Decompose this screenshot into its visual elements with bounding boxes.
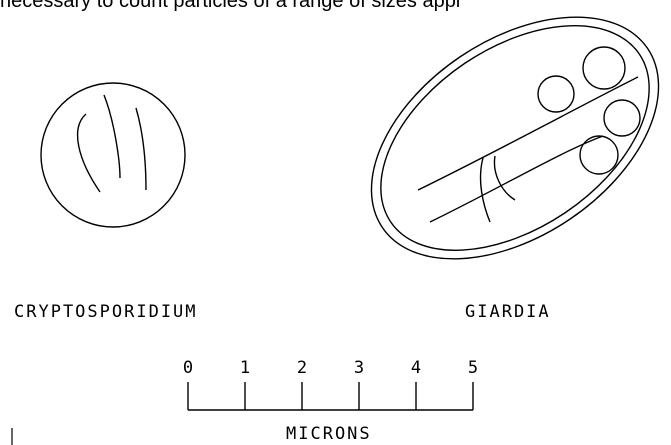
giardia-nucleus-1 <box>537 75 575 113</box>
cryptosporidium-sporozoite-1 <box>76 113 101 193</box>
giardia-axoneme-1 <box>417 76 639 191</box>
scale-tick-label-1: 1 <box>239 358 251 378</box>
scale-tick-label-3: 3 <box>353 358 365 378</box>
cryptosporidium-drawing <box>40 82 186 228</box>
clipped-header-text: necessary to count particles of a range … <box>0 0 463 12</box>
cryptosporidium-oocyst-outline <box>40 82 186 228</box>
giardia-nucleus-4 <box>579 135 619 175</box>
giardia-nucleus-2 <box>582 46 626 90</box>
giardia-drawing <box>370 16 660 260</box>
cryptosporidium-sporozoite-2 <box>103 94 121 179</box>
scale-tick-label-4: 4 <box>410 358 422 378</box>
giardia-cyst-outer-wall <box>370 16 660 260</box>
giardia-axoneme-2 <box>429 135 604 223</box>
scale-tick-label-2: 2 <box>296 358 308 378</box>
giardia-median-body-1 <box>479 157 491 223</box>
cryptosporidium-sporozoite-3 <box>135 107 147 191</box>
cryptosporidium-label: CRYPTOSPORIDIUM <box>14 302 198 322</box>
giardia-median-body-2 <box>493 155 516 201</box>
scale-tick-label-5: 5 <box>467 358 479 378</box>
scale-unit-label: MICRONS <box>286 424 372 444</box>
scale-tick-label-0: 0 <box>182 358 194 378</box>
giardia-cyst-inner-wall <box>380 25 650 251</box>
giardia-label: GIARDIA <box>465 302 551 322</box>
giardia-nucleus-3 <box>603 99 641 137</box>
scale-bar <box>187 382 474 411</box>
